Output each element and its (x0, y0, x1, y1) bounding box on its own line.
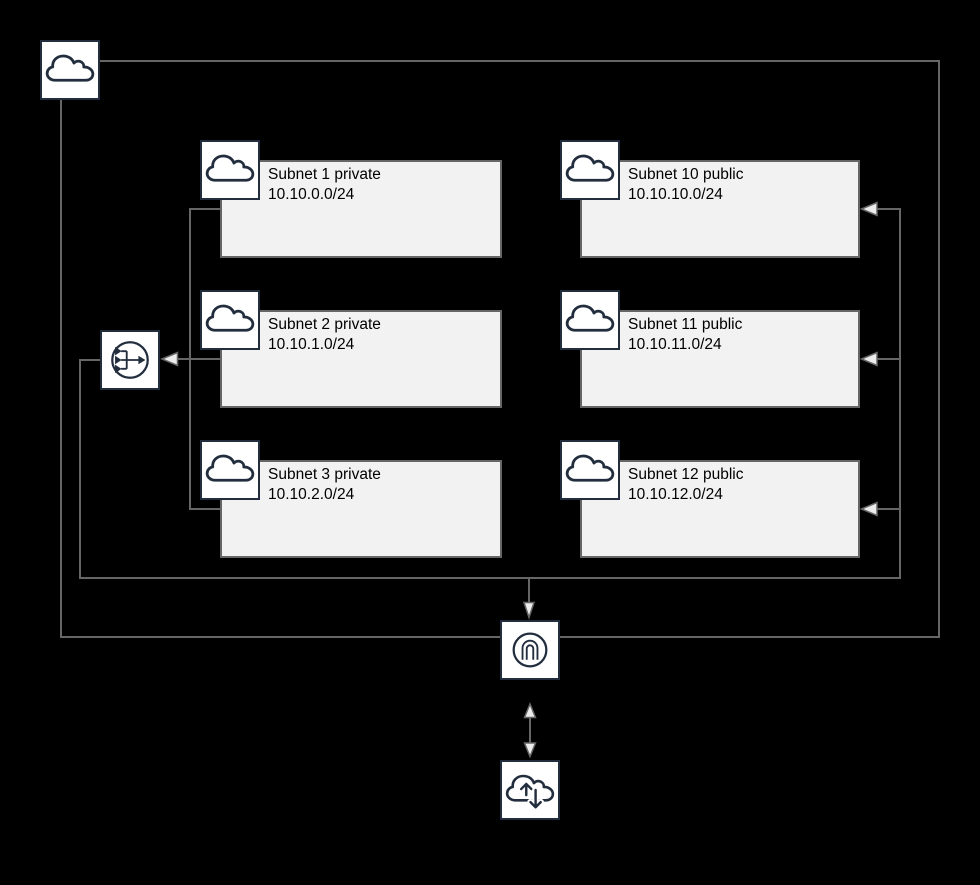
subnet-name: Subnet 3 private (268, 466, 381, 483)
subnet-box-1[interactable]: Subnet 1 private 10.10.0.0/24 (220, 160, 502, 258)
subnet-name: Subnet 10 public (628, 166, 744, 183)
subnet-name: Subnet 11 public (628, 316, 743, 333)
cloud-icon (202, 442, 258, 498)
subnet-cidr: 10.10.1.0/24 (268, 336, 355, 353)
subnet-box-10[interactable]: Subnet 10 public 10.10.10.0/24 (580, 160, 860, 258)
subnet-1-cloud-node[interactable] (200, 140, 260, 200)
subnet-12-cloud-node[interactable] (560, 440, 620, 500)
subnet-name: Subnet 2 private (268, 316, 381, 333)
internet-gateway-node[interactable] (500, 620, 560, 680)
subnet-3-cloud-node[interactable] (200, 440, 260, 500)
subnet-box-12[interactable]: Subnet 12 public 10.10.12.0/24 (580, 460, 860, 558)
subnet-cidr: 10.10.2.0/24 (268, 486, 355, 503)
cloud-icon (562, 292, 618, 348)
cloud-icon (42, 42, 98, 98)
subnet-2-cloud-node[interactable] (200, 290, 260, 350)
vpc-cloud-node[interactable] (40, 40, 100, 100)
subnet-cidr: 10.10.11.0/24 (628, 336, 722, 353)
cloud-icon (562, 142, 618, 198)
subnet-box-11[interactable]: Subnet 11 public 10.10.11.0/24 (580, 310, 860, 408)
subnet-cidr: 10.10.0.0/24 (268, 186, 355, 203)
subnet-box-3[interactable]: Subnet 3 private 10.10.2.0/24 (220, 460, 502, 558)
subnet-cidr: 10.10.10.0/24 (628, 186, 723, 203)
internet-cloud-icon (502, 762, 558, 818)
subnet-box-2[interactable]: Subnet 2 private 10.10.1.0/24 (220, 310, 502, 408)
internet-gateway-icon (502, 622, 558, 678)
cloud-icon (202, 292, 258, 348)
subnet-name: Subnet 12 public (628, 466, 744, 483)
cloud-icon (562, 442, 618, 498)
subnet-cidr: 10.10.12.0/24 (628, 486, 723, 503)
nat-router-node[interactable] (100, 330, 160, 390)
subnet-10-cloud-node[interactable] (560, 140, 620, 200)
subnet-name: Subnet 1 private (268, 166, 381, 183)
nat-router-icon (102, 332, 158, 388)
internet-cloud-node[interactable] (500, 760, 560, 820)
subnet-11-cloud-node[interactable] (560, 290, 620, 350)
cloud-icon (202, 142, 258, 198)
